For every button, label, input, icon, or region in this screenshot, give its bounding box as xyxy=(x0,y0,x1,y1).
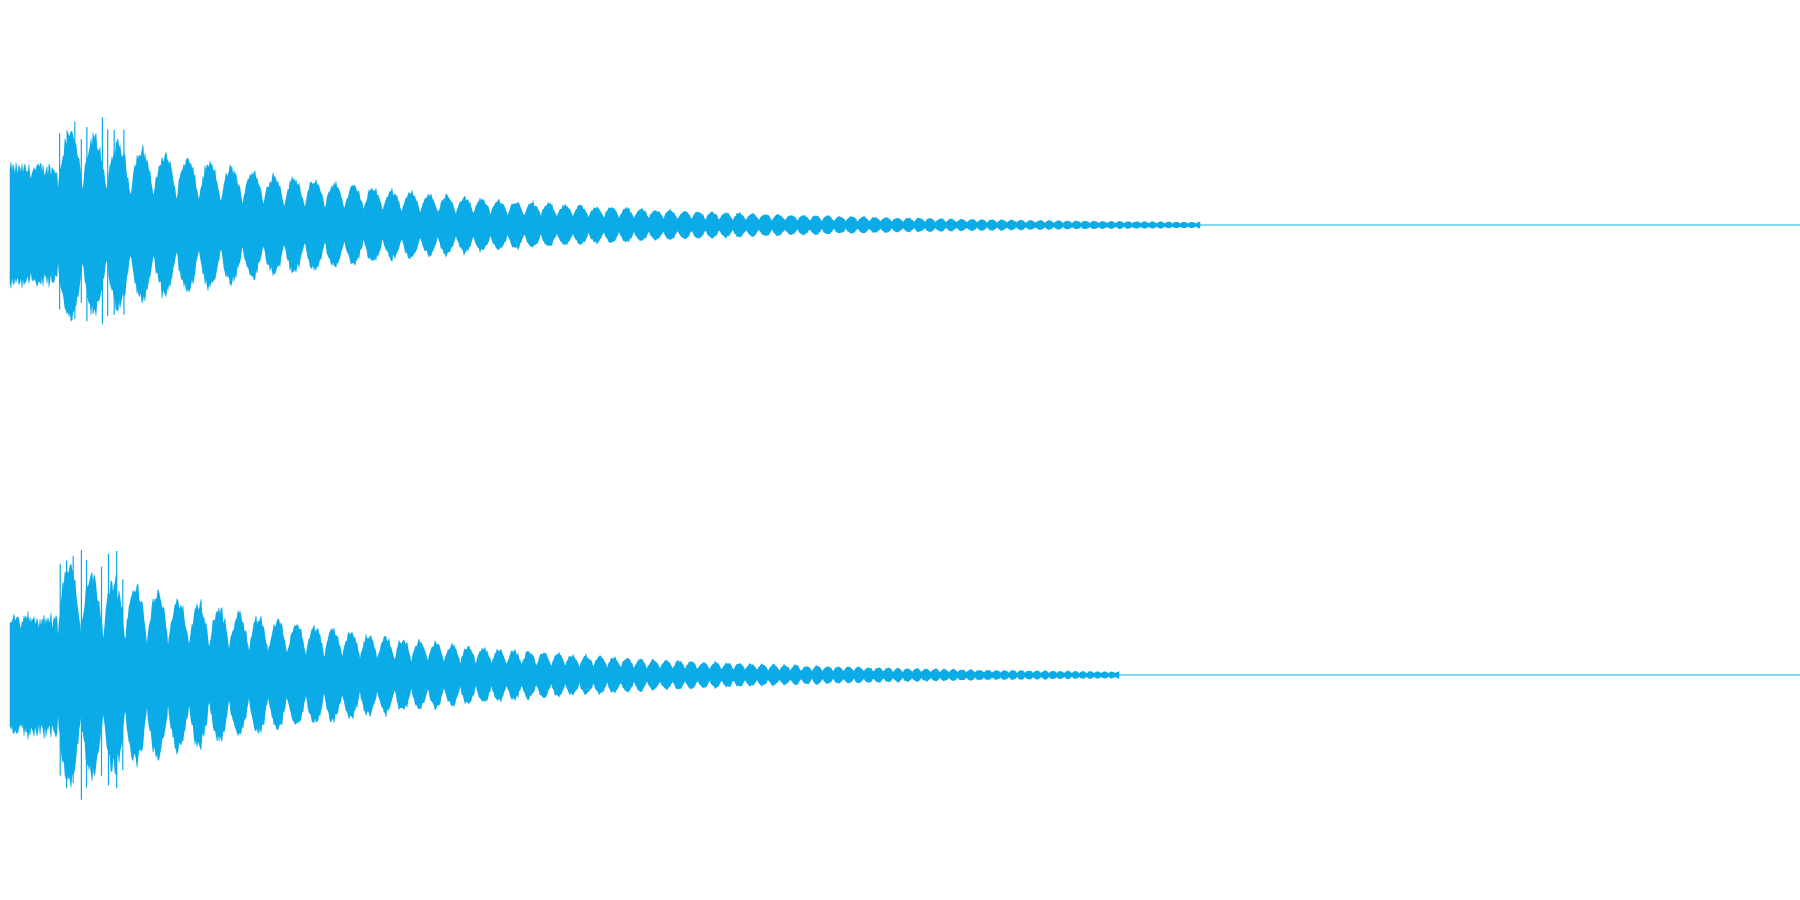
channel-waveform xyxy=(9,563,1120,788)
waveform-channel-1 xyxy=(9,117,1800,325)
channel-waveform xyxy=(9,131,1201,322)
waveform-channel-2 xyxy=(9,550,1800,800)
